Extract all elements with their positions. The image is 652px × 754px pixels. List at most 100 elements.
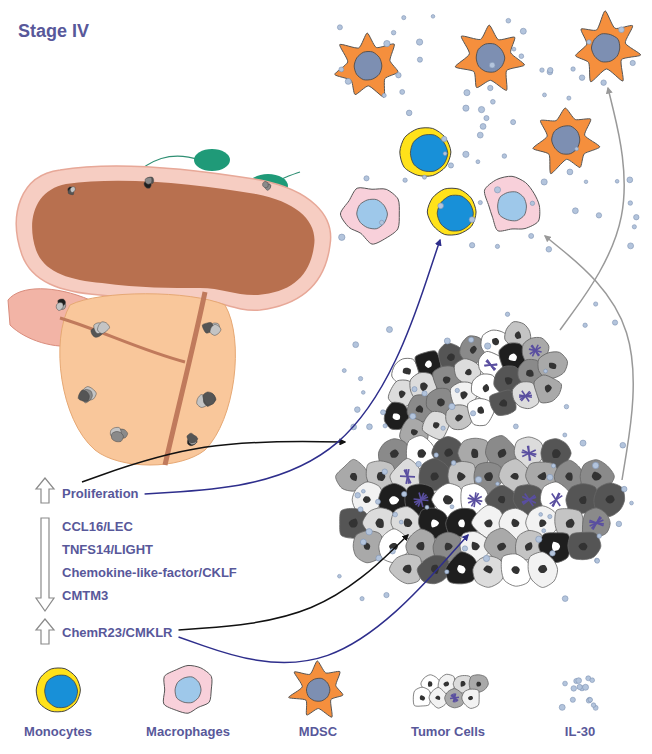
il30-particle [393, 512, 398, 517]
tumor-cluster [368, 309, 579, 454]
tumor-cluster [336, 436, 625, 588]
il30-particle [475, 476, 481, 482]
tumor-nucleus [403, 565, 412, 574]
il30-particle [564, 404, 568, 408]
il30-particle [592, 462, 598, 468]
il30-particle [547, 474, 553, 480]
il30-particle [619, 27, 625, 33]
tumor-nucleus [605, 495, 614, 503]
effect-arrow [145, 240, 440, 494]
il30-particle [583, 684, 589, 690]
tumor-nucleus [511, 519, 519, 527]
il30-particle [403, 178, 407, 182]
tumor-nucleus [432, 421, 440, 429]
mitotic-figure [519, 391, 532, 400]
tumor-nucleus [510, 473, 518, 480]
il30-particle [542, 529, 546, 533]
il30-particle [384, 40, 390, 46]
legend-item: Macrophages [146, 724, 230, 740]
tumor-nucleus [511, 566, 519, 574]
tumor-nucleus [398, 390, 407, 399]
il30-particle [337, 25, 342, 30]
il30-particle [464, 90, 470, 96]
tumor-nucleus [457, 565, 465, 573]
il30-particle [520, 28, 526, 34]
tumor-nucleus [431, 472, 439, 480]
tumor-nucleus [435, 696, 440, 700]
il30-particle [384, 592, 389, 597]
tumor-nucleus [468, 696, 473, 700]
tumor-nucleus [471, 449, 478, 458]
il30-particle [399, 520, 403, 524]
tumor-nucleus [410, 428, 419, 436]
il30-particle [358, 507, 363, 512]
tumor-nucleus [525, 542, 533, 550]
tumor-nucleus [538, 565, 547, 573]
tumor-nucleus [402, 366, 412, 376]
tumor-nucleus [484, 472, 493, 481]
effect-arrow [82, 441, 345, 482]
monocyte-nucleus [410, 135, 447, 172]
legend-text: MDSC [299, 724, 337, 740]
tumor-nucleus [482, 383, 491, 392]
prostate [60, 294, 236, 465]
il30-particle [548, 514, 552, 518]
il30-particle [361, 489, 365, 493]
il30-particle [587, 697, 592, 702]
il30-particle [594, 302, 598, 306]
il30-particle [630, 60, 635, 65]
hollow-arrow [36, 518, 54, 611]
il30-particle [485, 343, 491, 349]
tumor-focus [145, 177, 152, 184]
il30-particle [345, 78, 351, 84]
il30-particle [443, 152, 447, 156]
il30-particle [570, 697, 575, 702]
mdsc-cell [576, 11, 641, 82]
mdsc-cell [335, 33, 398, 97]
mdsc-cell [289, 661, 343, 717]
tumor-nucleus [483, 566, 492, 574]
il30-particle [577, 684, 582, 689]
tumor-cell [462, 689, 479, 708]
tumor-nucleus [446, 353, 456, 362]
il30-particle [416, 461, 421, 466]
il30-particle [562, 596, 568, 602]
il30-particle [551, 464, 555, 468]
tumor-cell [413, 687, 430, 706]
macrophage-nucleus [357, 199, 388, 229]
il30-particle [536, 536, 542, 542]
tumor-nucleus [392, 412, 401, 421]
il30-particle [612, 320, 617, 325]
il30-particle [505, 312, 509, 316]
il30-particle [512, 47, 516, 51]
macrophage-cell [484, 176, 539, 231]
tumor-nucleus [464, 368, 472, 376]
il30-particle [628, 201, 633, 206]
mitotic-figure [519, 393, 532, 399]
il30-particle [563, 433, 567, 437]
tumor-nucleus [457, 472, 466, 481]
il30-particle [396, 72, 401, 77]
tumor-nucleus [472, 542, 480, 551]
il30-particle [382, 469, 387, 474]
il30-particle [506, 18, 511, 23]
il30-particle [463, 105, 469, 111]
mitotic-figure [451, 695, 458, 700]
macrophage-nucleus [498, 192, 527, 221]
monocyte-nucleus [45, 675, 78, 708]
il30-particle [379, 220, 383, 224]
il30-particle [571, 67, 575, 71]
il30-particle [576, 678, 582, 684]
tumor-focus [111, 432, 123, 442]
il30-particle [402, 16, 406, 20]
il30-particle [544, 369, 548, 373]
il30-particle [615, 179, 619, 183]
tumor-focus [263, 181, 269, 187]
label-wrap: Proliferation [62, 486, 139, 502]
mdsc-nucleus [476, 44, 505, 73]
tumor-nucleus [539, 520, 546, 528]
tumor-nucleus [469, 345, 478, 354]
il30-particle [550, 551, 556, 557]
tumor-nucleus [416, 542, 424, 550]
